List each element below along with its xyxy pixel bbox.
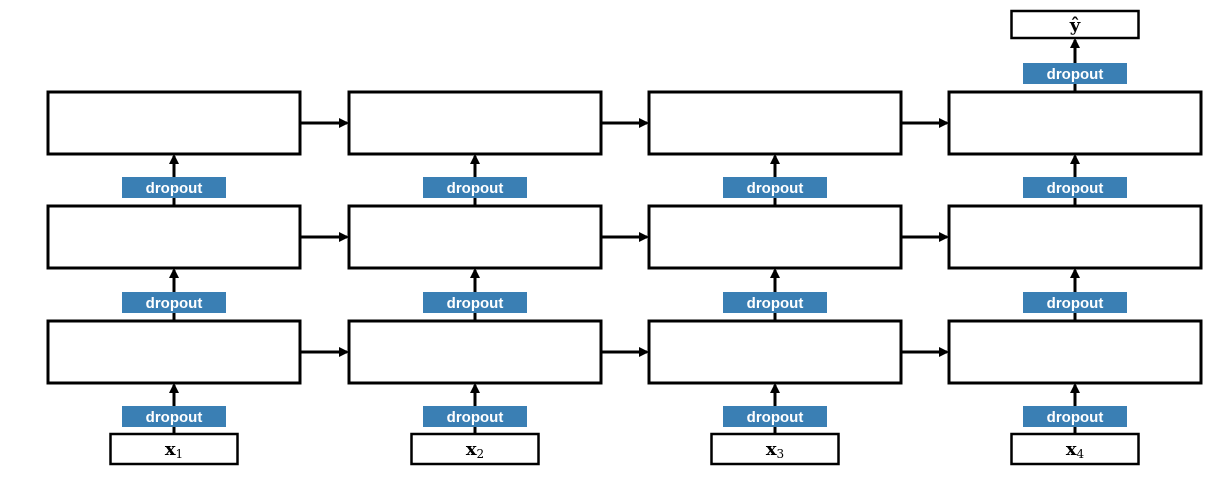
dropout-label: dropout	[1047, 295, 1104, 312]
dropout-label: dropout	[1047, 409, 1104, 426]
input-box-3: x3	[710, 432, 840, 466]
dropout-box: dropout	[423, 292, 527, 313]
input-dropout-box: dropout	[423, 406, 527, 427]
rnn-cell-middle-2	[347, 204, 603, 270]
rnn-cell-top-3	[647, 90, 903, 156]
dropout-box: dropout	[1023, 177, 1127, 198]
rnn-cell-bottom-4	[947, 319, 1203, 385]
input-box-4: x4	[1010, 432, 1140, 466]
dropout-label: dropout	[447, 295, 504, 312]
dropout-box: dropout	[122, 292, 226, 313]
dropout-label: dropout	[1047, 66, 1104, 83]
output-label: ŷ	[1069, 15, 1081, 36]
dropout-label: dropout	[747, 180, 804, 197]
rnn-cell-middle-4	[947, 204, 1203, 270]
rnn-cell-top-1	[46, 90, 302, 156]
dropout-label: dropout	[146, 180, 203, 197]
dropout-label: dropout	[146, 295, 203, 312]
dropout-box: dropout	[1023, 292, 1127, 313]
input-box-2: x2	[410, 432, 540, 466]
dropout-label: dropout	[747, 409, 804, 426]
dropout-box: dropout	[723, 292, 827, 313]
rnn-cell-top-2	[347, 90, 603, 156]
input-label: x2	[466, 439, 484, 461]
dropout-label: dropout	[447, 180, 504, 197]
dropout-box: dropout	[723, 177, 827, 198]
dropout-label: dropout	[447, 409, 504, 426]
input-label: x1	[165, 439, 183, 461]
dropout-label: dropout	[747, 295, 804, 312]
input-dropout-box: dropout	[122, 406, 226, 427]
input-dropout-box: dropout	[1023, 406, 1127, 427]
rnn-cell-middle-3	[647, 204, 903, 270]
input-label: x3	[766, 439, 784, 461]
rnn-cell-bottom-2	[347, 319, 603, 385]
output-box: ŷ	[1010, 9, 1140, 40]
rnn-cell-top-4	[947, 90, 1203, 156]
dropout-box: dropout	[423, 177, 527, 198]
output-dropout-box: dropout	[1023, 63, 1127, 84]
dropout-label: dropout	[146, 409, 203, 426]
dropout-label: dropout	[1047, 180, 1104, 197]
rnn-cell-bottom-3	[647, 319, 903, 385]
rnn-cell-middle-1	[46, 204, 302, 270]
dropout-box: dropout	[122, 177, 226, 198]
input-box-1: x1	[109, 432, 239, 466]
rnn-cell-bottom-1	[46, 319, 302, 385]
input-dropout-box: dropout	[723, 406, 827, 427]
input-label: x4	[1066, 439, 1085, 461]
